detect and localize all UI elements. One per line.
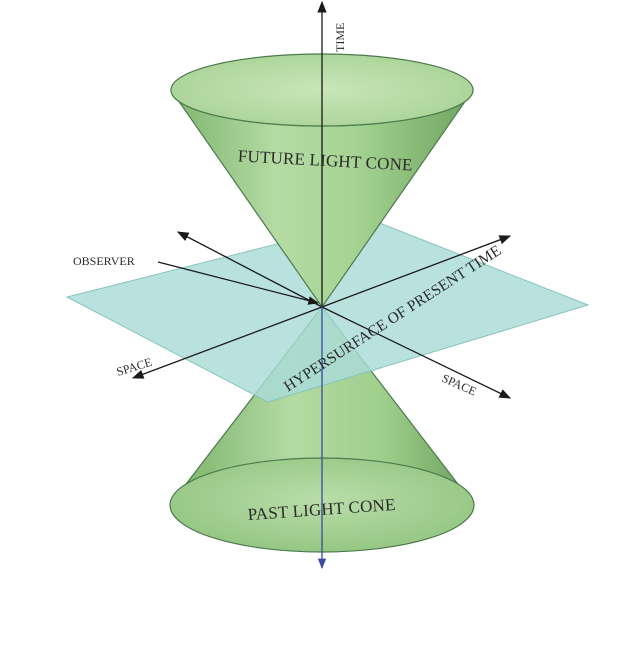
space-label-right: SPACE: [440, 371, 479, 399]
space-label-left: SPACE: [115, 355, 154, 379]
space-axis-diagonal-2b: [131, 306, 323, 379]
hypersurface-plane: [65, 219, 590, 403]
space-axis-diagonal-1: [176, 231, 323, 308]
time-label: TIME: [333, 23, 347, 52]
space-axis-diagonal-1b: [321, 306, 512, 399]
observer-label: OBSERVER: [73, 254, 135, 268]
space-axis-diagonal-2: [321, 235, 512, 308]
observer-pointer: [157, 261, 320, 305]
